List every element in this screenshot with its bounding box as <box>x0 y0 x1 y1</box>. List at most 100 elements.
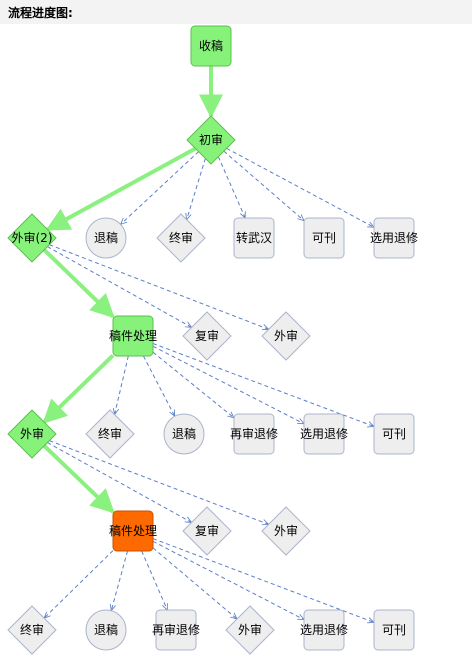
node-shape-diamond <box>182 506 232 556</box>
node-label: 复审 <box>195 523 219 538</box>
edge-n9-to-n16 <box>152 345 304 423</box>
node-label: 终审 <box>98 426 122 441</box>
edge-n3-to-n9 <box>42 248 115 319</box>
node-shape-rect <box>303 609 345 651</box>
node-shape-rect <box>373 413 415 455</box>
edge-n2-to-n4 <box>121 151 199 225</box>
node-label: 外审(2) <box>12 230 53 245</box>
edge-n18-to-n25 <box>152 540 304 619</box>
node-label: 复审 <box>195 328 219 343</box>
node-shape-diamond <box>85 409 135 459</box>
node-shape-rect <box>233 413 275 455</box>
node-shape-rect <box>112 510 154 552</box>
flow-node-n22[interactable]: 退稿 <box>85 609 127 651</box>
node-label: 稿件处理 <box>109 523 157 538</box>
flow-node-n23[interactable]: 再审退修 <box>152 609 200 651</box>
flow-node-n13[interactable]: 终审 <box>85 409 135 459</box>
flow-node-n25[interactable]: 选用退修 <box>300 609 348 651</box>
node-shape-diamond <box>261 311 311 361</box>
edge-n9-to-n13 <box>115 355 129 415</box>
flow-node-n7[interactable]: 可刊 <box>303 217 345 259</box>
node-shape-rect <box>155 609 197 651</box>
node-label: 退稿 <box>94 230 118 245</box>
edge-n9-to-n17 <box>152 343 374 427</box>
node-shape-rect <box>233 217 275 259</box>
node-shape-rect <box>303 217 345 259</box>
node-label: 终审 <box>169 230 193 245</box>
flow-node-n21[interactable]: 终审 <box>7 605 57 655</box>
edges-layer <box>42 66 374 623</box>
node-shape-diamond <box>186 115 236 165</box>
edge-n3-to-n10 <box>47 246 191 328</box>
edge-n9-to-n15 <box>152 351 234 418</box>
node-shape-diamond <box>7 409 57 459</box>
node-shape-rect <box>112 315 154 357</box>
edge-n2-to-n7 <box>223 150 304 221</box>
edge-n18-to-n26 <box>152 538 374 623</box>
diagram-title: 流程进度图: <box>8 6 73 20</box>
edge-n18-to-n24 <box>152 547 237 619</box>
flow-node-n4[interactable]: 退稿 <box>85 217 127 259</box>
node-shape-rect <box>190 25 232 67</box>
flow-node-n26[interactable]: 可刊 <box>373 609 415 651</box>
node-label: 外审 <box>274 328 298 343</box>
node-label: 选用退修 <box>300 426 348 441</box>
flow-node-n24[interactable]: 外审 <box>225 605 275 655</box>
node-shape-circle <box>85 217 127 259</box>
edge-n12-to-n18 <box>42 444 115 514</box>
diagram-header: 流程进度图: <box>0 0 472 24</box>
flow-node-n16[interactable]: 选用退修 <box>300 413 348 455</box>
edge-n18-to-n23 <box>141 550 168 610</box>
node-label: 初审 <box>199 132 223 147</box>
node-label: 选用退修 <box>370 230 418 245</box>
flow-node-n15[interactable]: 再审退修 <box>230 413 278 455</box>
node-shape-diamond <box>261 506 311 556</box>
node-label: 稿件处理 <box>109 328 157 343</box>
node-label: 外审 <box>274 523 298 538</box>
node-label: 终审 <box>20 622 44 637</box>
node-shape-diamond <box>156 213 206 263</box>
node-label: 可刊 <box>382 427 406 441</box>
flow-node-n17[interactable]: 可刊 <box>373 413 415 455</box>
flow-node-n6[interactable]: 转武汉 <box>233 217 275 259</box>
node-shape-rect <box>303 413 345 455</box>
edge-n18-to-n21 <box>44 550 114 619</box>
nodes-layer: 收稿初审外审(2)退稿终审转武汉可刊选用退修稿件处理复审外审外审终审退稿再审退修… <box>7 25 418 655</box>
node-label: 外审 <box>20 426 44 441</box>
flow-node-n19[interactable]: 复审 <box>182 506 232 556</box>
flow-node-n18[interactable]: 稿件处理 <box>109 510 157 552</box>
edge-n2-to-n8 <box>226 147 374 227</box>
node-shape-rect <box>373 609 415 651</box>
node-label: 再审退修 <box>230 426 278 441</box>
node-label: 可刊 <box>382 623 406 637</box>
node-label: 退稿 <box>94 622 118 637</box>
node-shape-rect <box>373 217 415 259</box>
node-shape-circle <box>85 609 127 651</box>
edge-n2-to-n5 <box>187 158 206 219</box>
flow-node-n5[interactable]: 终审 <box>156 213 206 263</box>
edge-n9-to-n12 <box>42 353 115 424</box>
flow-node-n1[interactable]: 收稿 <box>190 25 232 67</box>
flow-node-n3[interactable]: 外审(2) <box>7 213 57 263</box>
flow-node-n2[interactable]: 初审 <box>186 115 236 165</box>
flow-node-n8[interactable]: 选用退修 <box>370 217 418 259</box>
node-label: 可刊 <box>312 231 336 245</box>
flow-node-n12[interactable]: 外审 <box>7 409 57 459</box>
edge-n18-to-n22 <box>111 550 129 611</box>
node-shape-diamond <box>7 605 57 655</box>
node-label: 转武汉 <box>236 230 272 245</box>
node-shape-diamond <box>182 311 232 361</box>
flow-node-n20[interactable]: 外审 <box>261 506 311 556</box>
edge-n12-to-n19 <box>47 442 191 523</box>
node-label: 再审退修 <box>152 622 200 637</box>
flow-node-n11[interactable]: 外审 <box>261 311 311 361</box>
node-label: 选用退修 <box>300 622 348 637</box>
node-label: 退稿 <box>172 426 196 441</box>
flow-node-n9[interactable]: 稿件处理 <box>109 315 157 357</box>
flow-node-n10[interactable]: 复审 <box>182 311 232 361</box>
node-shape-circle <box>163 413 205 455</box>
flow-node-n14[interactable]: 退稿 <box>163 413 205 455</box>
node-shape-diamond <box>7 213 57 263</box>
node-label: 外审 <box>238 622 262 637</box>
